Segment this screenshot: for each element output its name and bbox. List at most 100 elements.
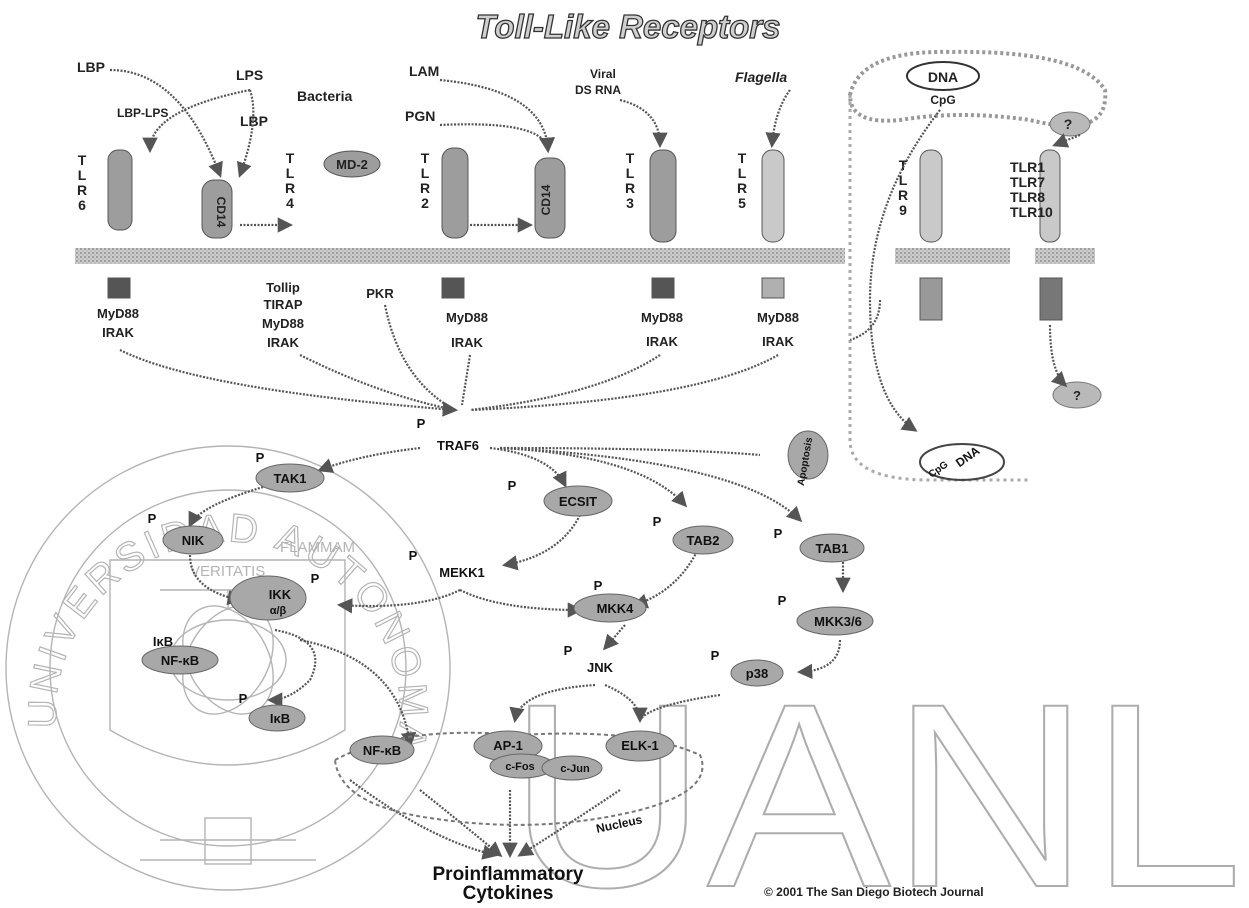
node-ikk-sub: α/β — [270, 605, 287, 617]
cd14-b-body — [534, 157, 566, 239]
p-tak1: P — [256, 450, 265, 465]
endosome-compartment — [847, 49, 1108, 482]
cell-membrane — [75, 248, 1095, 264]
p-tab2: P — [653, 514, 662, 529]
cpg-dna-in-cell: DNA — [953, 443, 983, 470]
output-line1: Proinflammatory — [433, 864, 584, 885]
ligand-pgn: PGN — [405, 108, 435, 124]
ligand-lam: LAM — [409, 63, 439, 79]
adaptor-myd88-4: MyD88 — [641, 310, 683, 325]
tlr9-label: T L R 9 — [898, 157, 908, 218]
tlr5-body — [761, 149, 785, 243]
svg-text:R: R — [625, 180, 635, 196]
node-elk1: ELK-1 — [621, 738, 659, 753]
tlr3-body — [649, 149, 677, 243]
md2-label: MD-2 — [336, 157, 368, 172]
ligand-unknown: ? — [1064, 116, 1073, 132]
copyright-notice: © 2001 The San Diego Biotech Journal — [764, 885, 984, 899]
adaptor-tirap: TIRAP — [264, 297, 303, 312]
output-line2: Cytokines — [463, 883, 554, 903]
cd14-label: CD14 — [214, 197, 228, 228]
tlr3-label: T L R 3 — [625, 150, 635, 211]
adaptor-irak-2: IRAK — [267, 335, 299, 350]
svg-text:L: L — [899, 172, 908, 188]
md2-body — [323, 150, 381, 178]
receptor-labels: T L R 6 CD14 T L R 4 MD-2 T L R 2 CD14 T… — [77, 150, 1053, 228]
node-ap1: AP-1 — [493, 738, 523, 753]
svg-text:6: 6 — [78, 197, 86, 213]
signaling-blobs — [141, 430, 1005, 781]
other-tlr-body — [1039, 149, 1061, 243]
signaling-labels: P TRAF6 P TAK1 P ECSIT P NIK P TAB2 P TA… — [148, 416, 983, 836]
svg-text:L: L — [286, 165, 295, 181]
node-cfos: c-Fos — [505, 761, 534, 773]
seal-motto-1: FLAMMAM — [280, 539, 355, 556]
adaptor-irak-5: IRAK — [762, 334, 794, 349]
unknown-output-blob — [1052, 381, 1102, 409]
tlr5-label: T L R 5 — [737, 150, 747, 211]
tlr6-label: T L R 6 — [77, 152, 87, 213]
node-nfkb: NF-κB — [161, 653, 199, 668]
svg-text:3: 3 — [626, 195, 634, 211]
svg-text:T: T — [738, 150, 747, 166]
svg-text:TLR1: TLR1 — [1010, 159, 1045, 175]
svg-text:L: L — [738, 165, 747, 181]
seal-motto-2: VERITATIS — [190, 563, 265, 580]
svg-text:R: R — [77, 182, 87, 198]
tlr4-label: T L R 4 — [285, 150, 295, 211]
svg-text:TLR8: TLR8 — [1010, 189, 1045, 205]
p-ikk: P — [311, 571, 320, 586]
adaptor-irak-4: IRAK — [646, 334, 678, 349]
tir-domain — [919, 277, 943, 321]
svg-text:L: L — [626, 165, 635, 181]
cd14-body — [201, 179, 233, 239]
svg-text:TLR10: TLR10 — [1010, 204, 1053, 220]
p-p38: P — [711, 648, 720, 663]
p-mkk4: P — [594, 578, 603, 593]
ligand-cpg: CpG — [930, 93, 955, 107]
node-ikb: IκB — [153, 634, 173, 649]
node-tab2: TAB2 — [687, 533, 720, 548]
cd14-b-label: CD14 — [539, 184, 553, 215]
tlr2-label: T L R 2 — [420, 150, 430, 211]
p-jnk: P — [564, 643, 573, 658]
tir-domain — [107, 277, 131, 299]
svg-text:5: 5 — [738, 195, 746, 211]
svg-text:R: R — [898, 187, 908, 203]
p-ecsit: P — [508, 478, 517, 493]
university-seal — [5, 445, 451, 891]
uanl-letters: UANL — [508, 649, 1243, 903]
svg-text:L: L — [78, 167, 87, 183]
svg-text:T: T — [626, 150, 635, 166]
unknown-ligand-blob — [1049, 111, 1091, 137]
node-jnk: JNK — [587, 660, 614, 675]
ligand-lps: LPS — [236, 67, 263, 83]
node-nfkb-nuclear: NF-κB — [363, 743, 401, 758]
svg-text:TLR7: TLR7 — [1010, 174, 1045, 190]
svg-text:R: R — [420, 180, 430, 196]
p-nik: P — [148, 511, 157, 526]
other-tlrs-label: TLR1 TLR7 TLR8 TLR10 — [1010, 159, 1053, 220]
svg-text:T: T — [421, 150, 430, 166]
tlr2-body — [441, 147, 469, 239]
tir-domain — [651, 277, 675, 299]
tlr6-body — [107, 149, 133, 231]
p-traf6: P — [417, 416, 426, 431]
node-tab1: TAB1 — [816, 541, 849, 556]
svg-text:L: L — [421, 165, 430, 181]
p-ikb: P — [239, 691, 248, 706]
adaptor-unknown: ? — [1073, 388, 1081, 403]
ligand-bacteria: Bacteria — [297, 88, 352, 104]
svg-text:R: R — [737, 180, 747, 196]
svg-text:9: 9 — [899, 202, 907, 218]
nucleus-boundary — [333, 731, 704, 826]
ligand-ds-rna: DS RNA — [575, 83, 621, 97]
adaptor-pkr: PKR — [366, 286, 394, 301]
receptors — [107, 147, 1063, 321]
node-traf6: TRAF6 — [437, 438, 479, 453]
ligand-viral: Viral — [590, 67, 616, 81]
tir-domain — [761, 277, 785, 299]
node-nik: NIK — [182, 533, 205, 548]
